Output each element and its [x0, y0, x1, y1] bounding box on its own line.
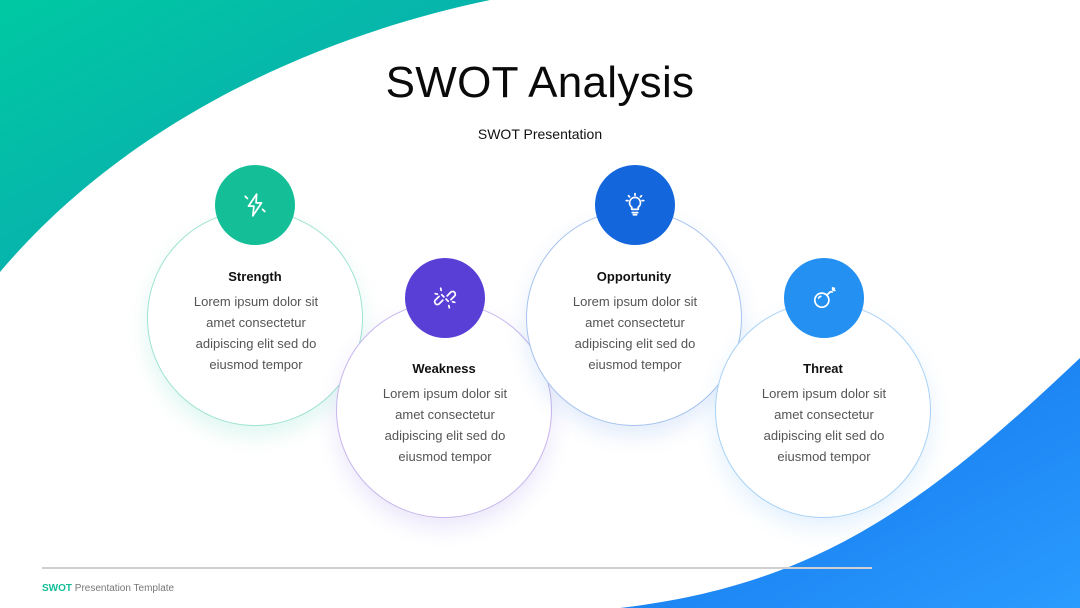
card-title-threat: Threat	[803, 361, 843, 376]
card-body-weakness: Lorem ipsum dolor sit amet consectetur a…	[382, 386, 508, 464]
footer-text: Presentation Template	[74, 583, 175, 594]
footer: SWOT Presentation Template	[42, 583, 174, 594]
card-title-weakness: Weakness	[412, 361, 476, 376]
page-subtitle: SWOT Presentation	[477, 126, 603, 142]
broken-link-icon	[405, 258, 485, 338]
card-threat: Threat Lorem ipsum dolor sit amet consec…	[715, 302, 931, 518]
card-opportunity: Opportunity Lorem ipsum dolor sit amet c…	[526, 210, 742, 426]
card-weakness: Weakness Lorem ipsum dolor sit amet cons…	[336, 302, 552, 518]
card-title-opportunity: Opportunity	[596, 269, 672, 284]
card-title-strength: Strength	[228, 269, 282, 284]
card-body-opportunity: Lorem ipsum dolor sit amet consectetur a…	[572, 294, 698, 372]
card-body-threat: Lorem ipsum dolor sit amet consectetur a…	[761, 386, 887, 464]
bomb-icon	[784, 258, 864, 338]
footer-brand: SWOT	[42, 583, 72, 594]
lightbulb-icon	[595, 165, 675, 245]
bottom-right-wave	[620, 358, 1080, 608]
top-left-wave	[0, 0, 490, 272]
card-strength: Strength Lorem ipsum dolor sit amet cons…	[147, 210, 363, 426]
card-body-strength: Lorem ipsum dolor sit amet consectetur a…	[193, 294, 319, 372]
page-title: SWOT Analysis	[385, 58, 695, 107]
footer-divider	[42, 567, 872, 569]
lightning-icon	[215, 165, 295, 245]
